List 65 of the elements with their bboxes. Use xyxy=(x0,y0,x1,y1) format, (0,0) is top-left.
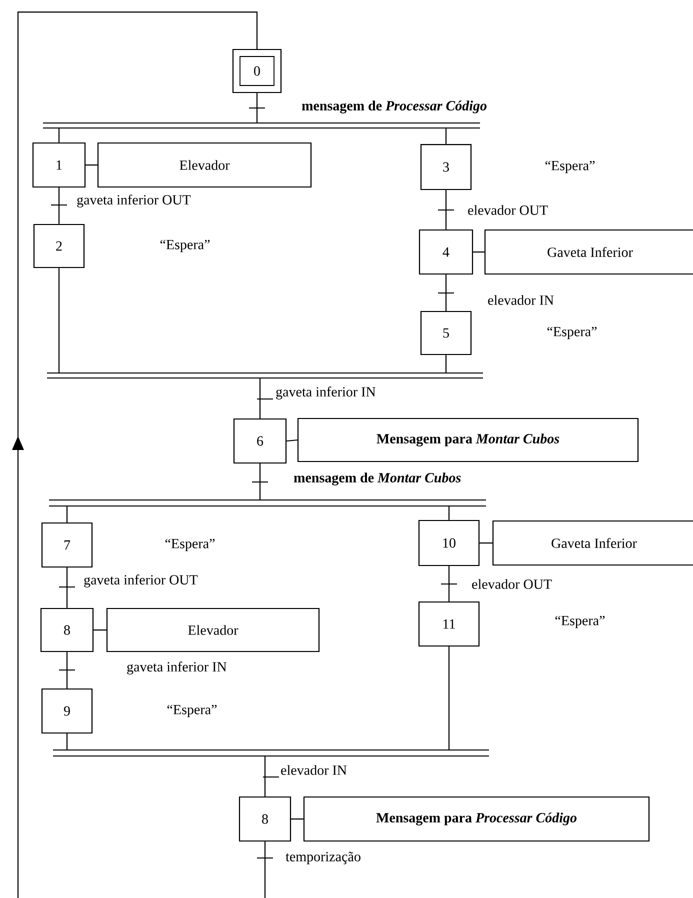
note-text: “Espera” xyxy=(165,538,215,552)
step-box: 8 xyxy=(40,608,94,652)
step-box: 1 xyxy=(32,142,86,188)
step-box: 11 xyxy=(418,601,480,647)
connector-line xyxy=(448,566,450,602)
transition-label: gaveta inferior OUT xyxy=(77,194,191,208)
action-box: Gaveta Inferior xyxy=(484,229,693,275)
note-text: “Espera” xyxy=(160,240,210,252)
action-box: Mensagem para Montar Cubos xyxy=(297,418,639,462)
connector-line xyxy=(58,188,60,224)
transition-label: elevador IN xyxy=(281,765,347,775)
transition-label: mensagem de Montar Cubos xyxy=(294,472,461,486)
action-link xyxy=(291,818,304,820)
return-arrow xyxy=(12,11,266,898)
step-box: 4 xyxy=(418,229,474,275)
step-box: 7 xyxy=(41,522,93,568)
connector-line xyxy=(66,506,68,522)
connector-line xyxy=(445,274,447,311)
connector-line xyxy=(259,464,261,500)
initial-step-box: 0 xyxy=(232,48,282,94)
note-text: “Espera” xyxy=(545,160,595,174)
synchronization-bar xyxy=(42,122,480,128)
synchronization-bar xyxy=(48,500,486,506)
transition-label: mensagem de Processar Código xyxy=(302,100,487,114)
note-text: “Espera” xyxy=(167,704,217,718)
action-link xyxy=(480,542,492,544)
note-text: “Espera” xyxy=(555,616,605,628)
connector-line xyxy=(66,652,68,688)
transition-label: temporização xyxy=(286,852,360,864)
action-box: Gaveta Inferior xyxy=(492,520,693,566)
connector-line xyxy=(66,734,68,750)
action-box: Mensagem para Processar Código xyxy=(303,796,650,842)
note-text: “Espera” xyxy=(547,326,597,340)
step-box: 8 xyxy=(238,796,292,842)
action-link xyxy=(86,164,98,166)
connector-line xyxy=(66,568,68,608)
connector-line xyxy=(264,756,266,796)
transition-label: elevador OUT xyxy=(472,579,552,589)
synchronization-bar xyxy=(52,750,490,756)
step-box: 2 xyxy=(33,224,85,268)
connector-line xyxy=(256,93,258,122)
transition-label: gaveta inferior IN xyxy=(276,386,376,400)
connector-line xyxy=(445,355,447,372)
connector-line xyxy=(58,268,60,372)
connector-line xyxy=(58,128,60,142)
connector-line xyxy=(448,646,450,750)
connector-line xyxy=(259,378,261,418)
action-link xyxy=(473,251,484,253)
connector-line xyxy=(445,190,447,230)
transition-label: gaveta inferior OUT xyxy=(84,574,198,588)
transition-label: elevador OUT xyxy=(468,205,548,215)
action-box: Elevador xyxy=(97,142,312,188)
connector-line xyxy=(448,506,450,520)
transition-label: gaveta inferior IN xyxy=(127,662,227,674)
synchronization-bar xyxy=(46,372,484,378)
step-box: 9 xyxy=(41,688,93,734)
transition-label: elevador IN xyxy=(488,295,554,305)
step-box: 10 xyxy=(418,520,480,566)
action-box: Elevador xyxy=(106,608,320,652)
step-box: 5 xyxy=(420,310,472,356)
action-link xyxy=(94,629,106,631)
action-link xyxy=(286,439,298,442)
step-box: 3 xyxy=(420,144,472,190)
step-box: 6 xyxy=(233,418,287,464)
connector-line xyxy=(445,128,447,144)
